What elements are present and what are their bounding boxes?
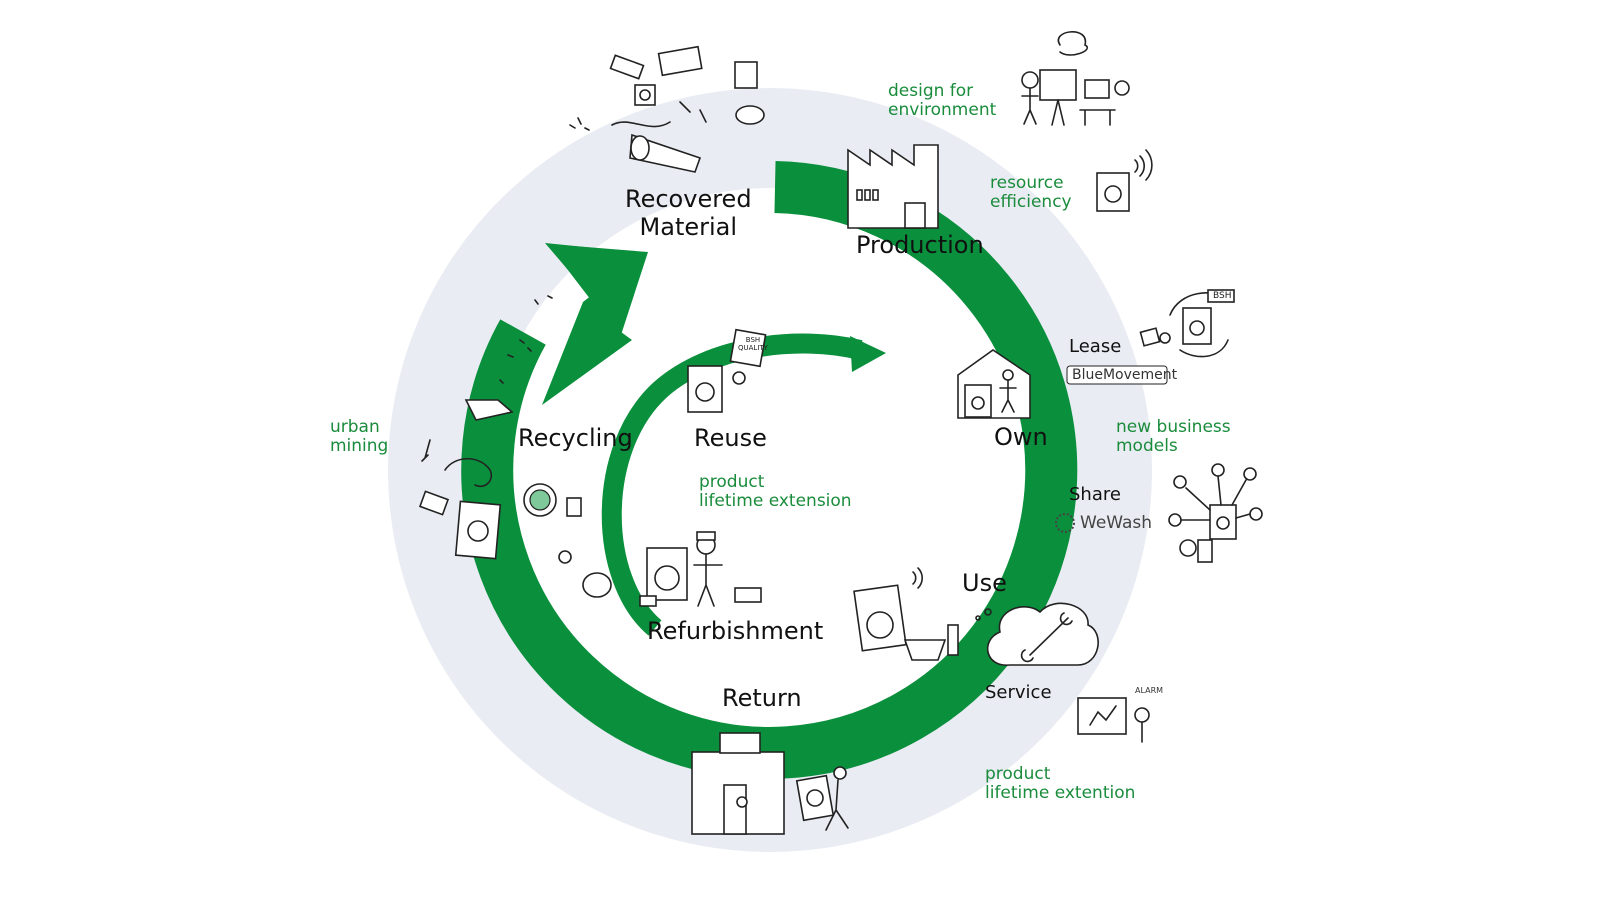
service-wrench-cloud [975,602,1099,666]
home-sketch [957,349,1031,419]
annotation-resource-efficiency: resource efficiency [990,173,1072,212]
service-share: Share [1069,484,1121,505]
stage-return: Return [722,684,802,712]
wewash-logo: WeWash [1080,513,1153,533]
bsh-tag: BSH [1213,291,1232,301]
annotation-product-lifetime-extention: product lifetime extention [985,764,1136,803]
stage-production: Production [856,231,984,259]
connected-washer-sketch [1096,149,1153,212]
stage-recycling: Recycling [518,424,633,452]
stage-reuse: Reuse [694,424,767,452]
main-cycle-arrow [461,161,1078,779]
washer-in-use-sketch [853,567,959,661]
reuse-arrowhead [850,336,886,372]
person-carrying-washer-sketch [795,766,849,831]
main-arrowhead-tip [548,244,648,338]
bluemovement-logo: BlueMovement [1072,367,1178,383]
service-lease: Lease [1069,336,1122,357]
stage-refurbishment: Refurbishment [647,617,824,645]
stage-use: Use [962,569,1007,597]
recycling-scrap-sketch [418,295,612,598]
recovered-materials-sketch [569,45,765,173]
annotation-design-for-environment: design for environment [888,81,997,120]
stage-recovered-material: Recovered Material [625,185,752,241]
alarm-text: ALARM [1135,686,1164,695]
service-service: Service [985,682,1052,703]
annotation-urban-mining: urban mining [330,417,389,456]
wewash-logo-icon [1055,513,1075,533]
main-cycle-arrowhead [542,243,645,405]
factory-icon [847,144,939,229]
bluemovement-logo-box [1066,365,1168,385]
return-building-sketch [691,732,785,835]
quality-tag: BSH QUALITY [738,336,768,353]
share-network-sketch [1168,463,1263,563]
alarm-monitor-sketch [1077,697,1150,743]
annotation-new-business-models: new business models [1116,417,1231,456]
annotation-product-lifetime-extension-inner: product lifetime extension [699,472,852,511]
refurbishment-sketch [639,531,762,607]
lease-sketch [1139,289,1235,358]
stage-own: Own [994,423,1048,451]
reuse-washer-sketch [687,328,767,413]
designer-sketch [1021,31,1130,126]
reuse-loop-arrow [601,333,863,636]
